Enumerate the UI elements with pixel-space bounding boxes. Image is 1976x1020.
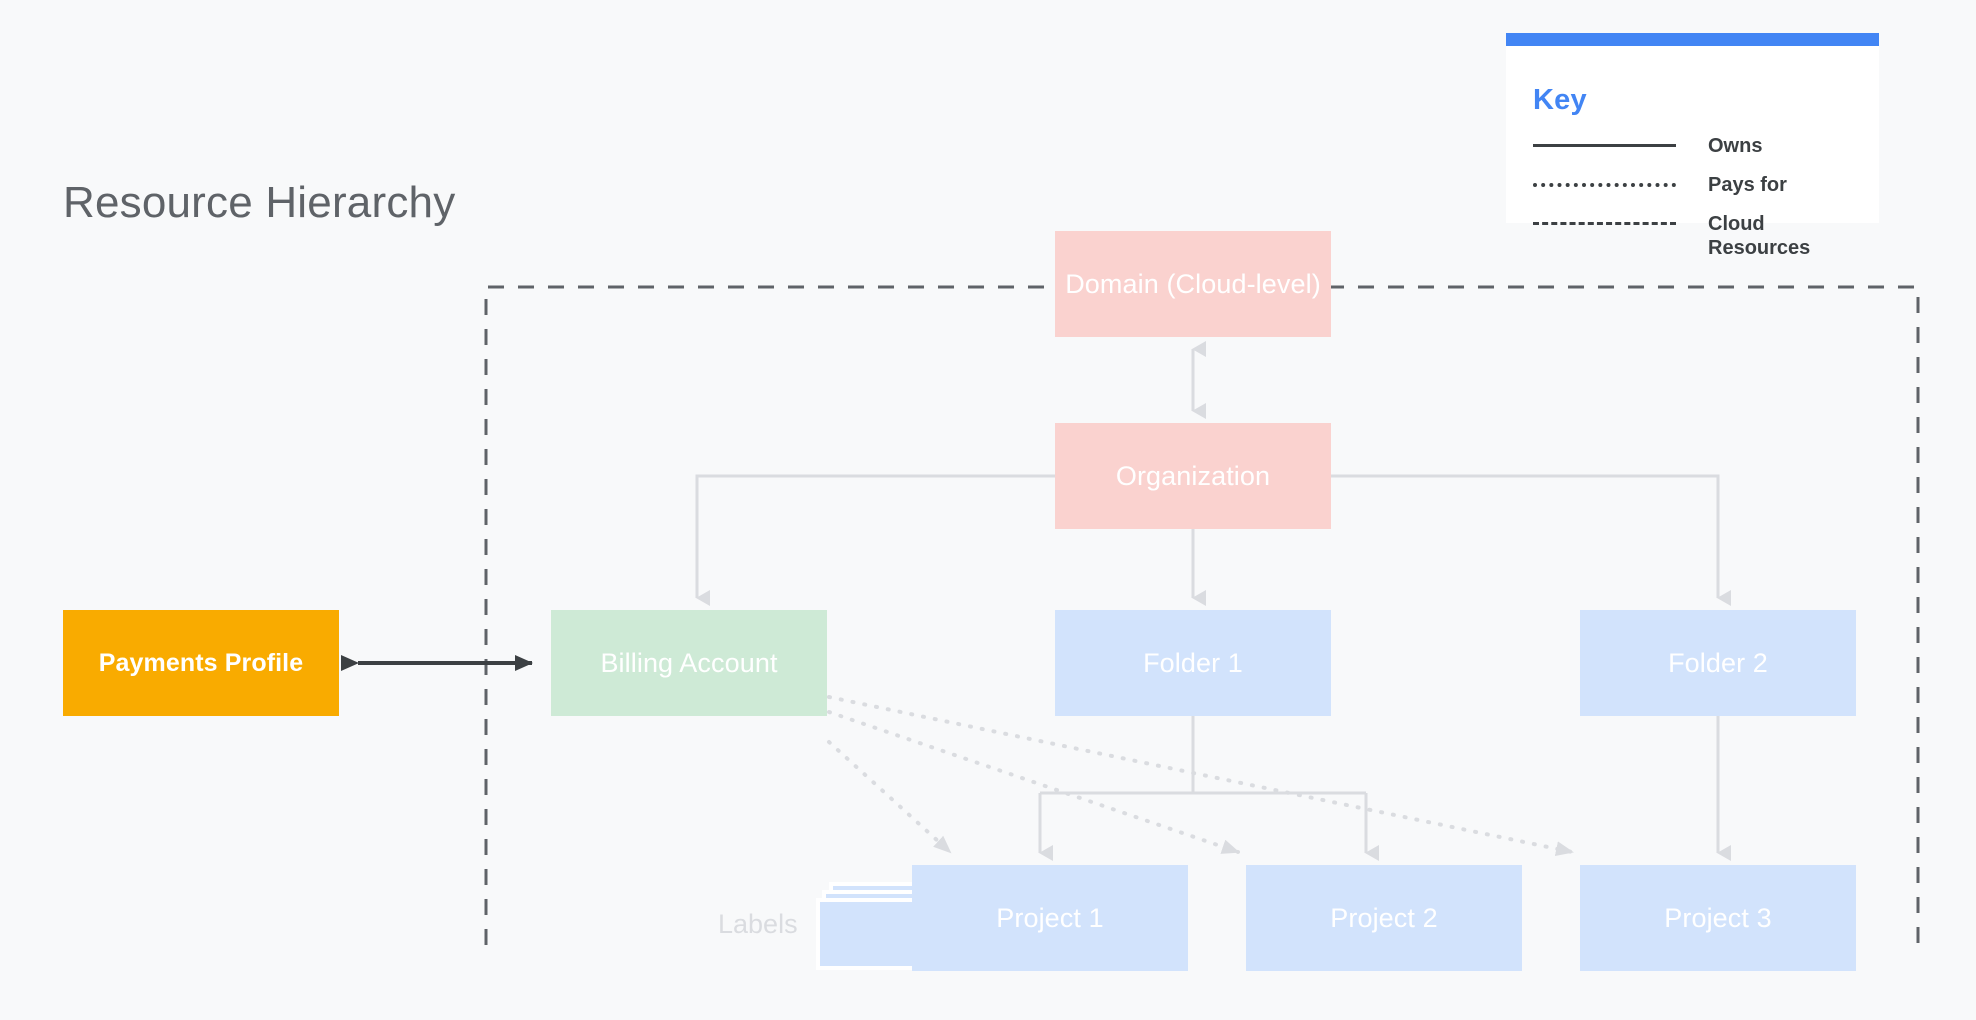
node-folder-2[interactable]: Folder 2 <box>1580 610 1856 716</box>
node-folder-1[interactable]: Folder 1 <box>1055 610 1331 716</box>
key-entry-owns: Owns <box>1533 134 1863 164</box>
key-entry-list: Owns Pays for Cloud Resources <box>1533 134 1863 270</box>
key-legend-card: Key Owns Pays for Cloud Resources <box>1506 33 1879 259</box>
key-entry-pays-for-label: Pays for <box>1708 174 1787 196</box>
dashed-line-icon <box>1533 212 1676 234</box>
solid-line-icon <box>1533 134 1676 156</box>
page-title: Resource Hierarchy <box>63 178 456 227</box>
node-payments-profile[interactable]: Payments Profile <box>63 610 339 716</box>
edge-billing-pays-project-2 <box>827 710 1240 854</box>
labels-caption: Labels <box>718 909 798 939</box>
node-organization[interactable]: Organization <box>1055 423 1331 529</box>
node-domain[interactable]: Domain (Cloud-level) <box>1055 231 1331 337</box>
dotted-line-icon <box>1533 173 1676 195</box>
edge-folder-1-projects <box>1038 716 1379 861</box>
edge-organization-folder-2 <box>1331 474 1731 606</box>
edge-billing-pays-project-3 <box>827 695 1574 857</box>
node-billing-account[interactable]: Billing Account <box>551 610 827 716</box>
edge-organization-billing-account <box>695 474 1055 606</box>
node-project-2[interactable]: Project 2 <box>1246 865 1522 971</box>
node-project-1[interactable]: Project 1 <box>912 865 1188 971</box>
key-entry-pays-for: Pays for <box>1533 173 1863 203</box>
key-title: Key <box>1533 84 1587 116</box>
node-project-3[interactable]: Project 3 <box>1580 865 1856 971</box>
edge-billing-pays-project-1 <box>827 740 952 854</box>
key-entry-owns-label: Owns <box>1708 135 1763 157</box>
key-entry-cloud-resources: Cloud Resources <box>1533 212 1863 261</box>
key-entry-cloud-resources-label: Cloud Resources <box>1708 213 1811 260</box>
